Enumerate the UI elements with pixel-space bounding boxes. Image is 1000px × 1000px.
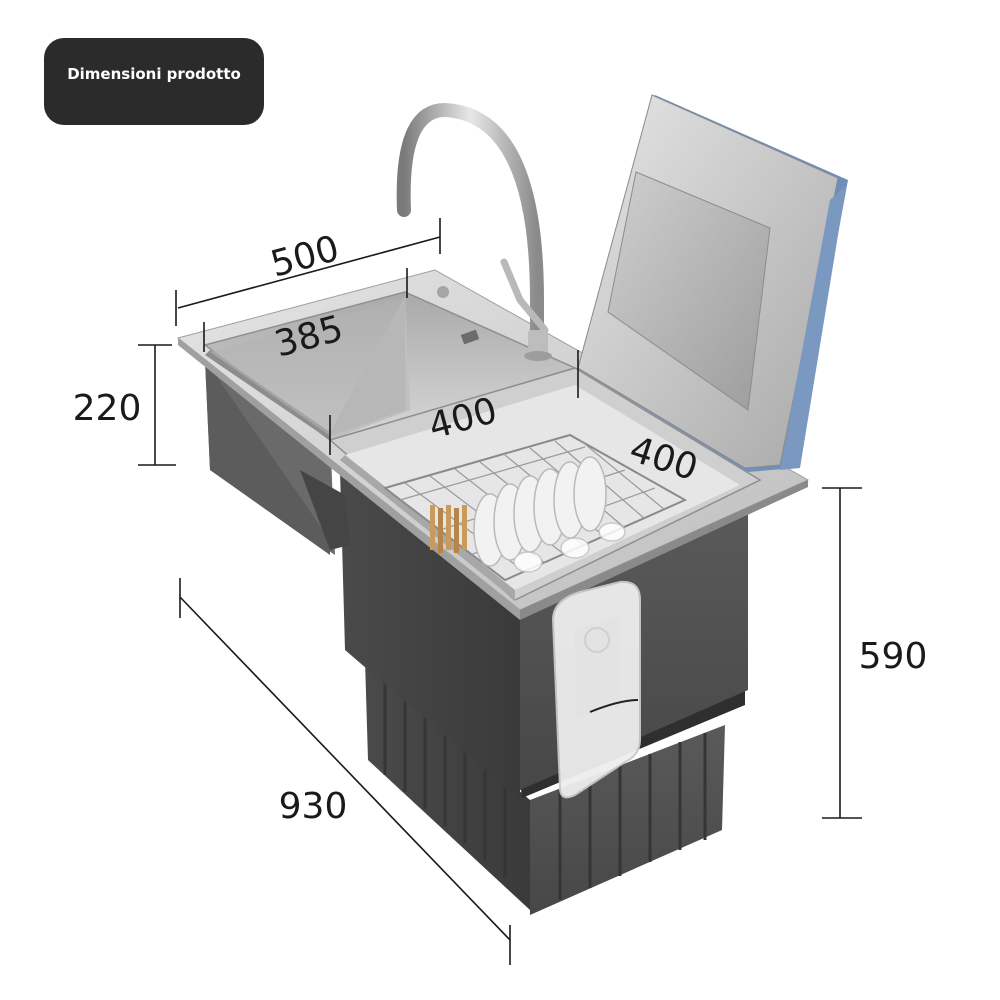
detergent-tank-icon <box>551 580 641 799</box>
utensil-basket <box>430 505 467 553</box>
dishwasher-lid <box>577 94 848 472</box>
dish-rack-icon <box>382 433 688 582</box>
product-dimensions-badge: Dimensioni prodotto <box>44 38 264 125</box>
sink-basin-body <box>205 360 350 555</box>
dim-sink-depth: 220 <box>73 388 142 429</box>
dim-overall-length: 930 <box>279 786 348 827</box>
badge-label: Dimensioni prodotto <box>67 64 241 83</box>
dim-sink-width: 500 <box>267 228 344 285</box>
glasses <box>513 522 626 573</box>
left-basin <box>203 291 578 441</box>
dimension-lines <box>138 218 862 965</box>
faucet-icon <box>396 102 552 361</box>
plates <box>473 456 607 567</box>
dim-cabinet-height: 590 <box>859 636 928 677</box>
